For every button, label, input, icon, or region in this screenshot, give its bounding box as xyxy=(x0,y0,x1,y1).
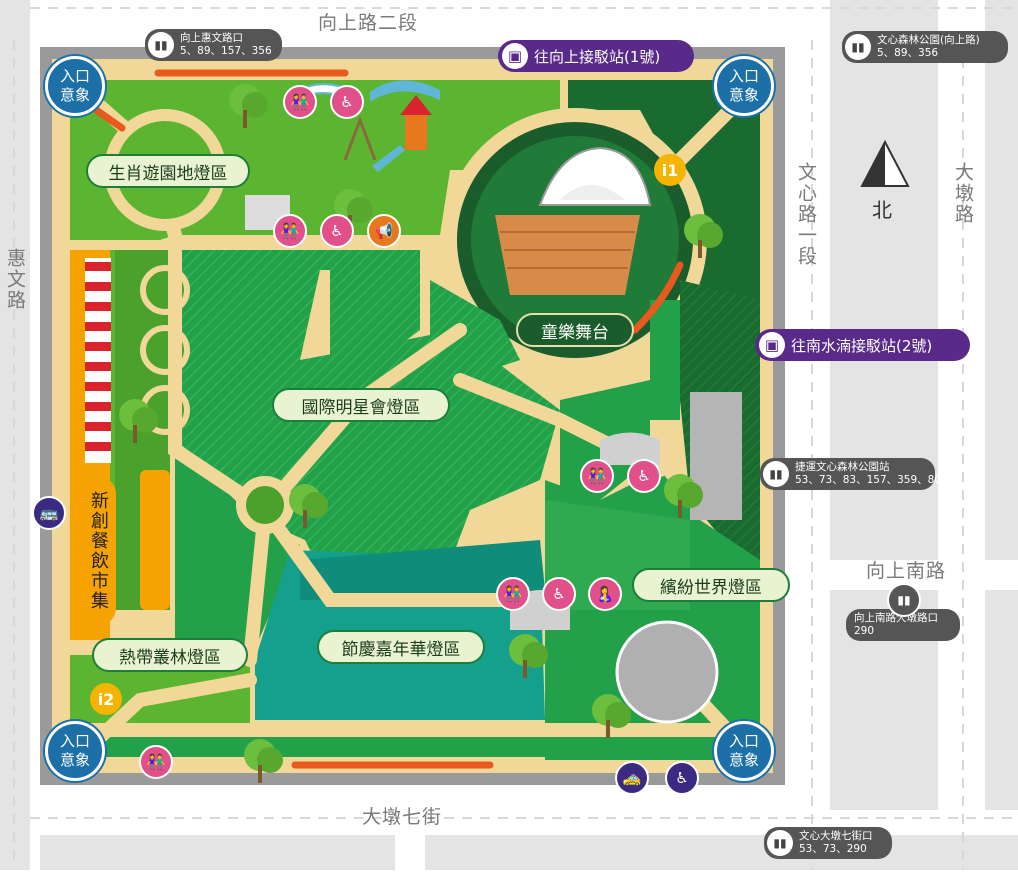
bus-icon: ▣ xyxy=(759,332,785,358)
zone-label-colorful[interactable]: 繽紛世界燈區 xyxy=(632,568,790,602)
lawn-piece-a xyxy=(330,260,420,360)
road-east: 文心路一段 xyxy=(795,162,817,267)
south-strip xyxy=(70,735,760,757)
bus-stop-name: 向上南路大墩路口 xyxy=(854,612,938,624)
compass-north-label: 北 xyxy=(872,198,892,222)
bus-stop-icon: ▮▮ xyxy=(887,583,921,617)
roundabout xyxy=(236,476,294,534)
entrance-label: 入口 xyxy=(59,732,90,750)
zone-label-stage[interactable]: 童樂舞台 xyxy=(516,313,634,347)
accessible-wc-icon[interactable]: ♿ xyxy=(627,459,661,493)
road-south: 大墩七街 xyxy=(362,806,443,828)
restroom-icon[interactable]: 👫 xyxy=(139,745,173,779)
zone-festival-dark xyxy=(300,540,545,600)
bus-stop-icon: ▮▮ xyxy=(763,461,789,487)
shuttle-2-label: 往南水湳接駁站(2號) xyxy=(791,336,933,355)
bus-stop-routes: 53、73、290 xyxy=(799,843,867,855)
zone-label-market[interactable]: 新創餐飲市集 xyxy=(80,476,116,626)
lawn-piece-b xyxy=(430,280,520,380)
restroom-icon[interactable]: 👫 xyxy=(273,214,307,248)
zone-label-international[interactable]: 國際明星會燈區 xyxy=(272,388,450,422)
bus-stop-name: 文心森林公園(向上路) xyxy=(877,34,980,46)
entrance-nw[interactable]: 入口意象 xyxy=(45,56,105,116)
entrance-se[interactable]: 入口意象 xyxy=(714,721,774,781)
bus-stop-forest-park-xiangshang[interactable]: ▮▮ 文心森林公園(向上路)5、89、356 xyxy=(842,31,1008,63)
entrance-sw[interactable]: 入口意象 xyxy=(45,721,105,781)
round-plaza xyxy=(615,620,719,724)
bus-stop-name: 向上惠文路口 xyxy=(180,32,243,44)
megaphone-icon[interactable]: 📢 xyxy=(367,214,401,248)
road-southeast: 向上南路 xyxy=(866,560,947,582)
trees xyxy=(119,84,723,783)
bus-stop-name: 文心大墩七街口 xyxy=(799,830,873,842)
shuttle-1-label: 往向上接駁站(1號) xyxy=(534,47,661,66)
shuttle-1-pill[interactable]: ▣ 往向上接駁站(1號) xyxy=(498,40,694,72)
orange-accents xyxy=(78,69,684,769)
restroom-icon[interactable]: 👫 xyxy=(496,577,530,611)
entrance-label: 入口 xyxy=(728,67,759,85)
bus-stop-routes: 5、89、157、356 xyxy=(180,45,272,57)
entrance-label: 意象 xyxy=(728,86,759,104)
accessible-wc-icon[interactable]: ♿ xyxy=(320,214,354,248)
accessible-wc-icon[interactable]: ♿ xyxy=(542,577,576,611)
compass-arrow xyxy=(860,139,910,187)
bus-icon[interactable]: 🚌 xyxy=(32,496,66,530)
building-pavilion xyxy=(600,432,660,465)
entrance-label: 意象 xyxy=(59,751,90,769)
lawn-piece-c xyxy=(650,300,680,420)
accessible-wc-icon[interactable]: ♿ xyxy=(330,85,364,119)
restroom-icon[interactable]: 👫 xyxy=(580,459,614,493)
road-lines xyxy=(13,7,1018,870)
entrance-label: 意象 xyxy=(728,751,759,769)
entrance-label: 入口 xyxy=(59,67,90,85)
info-point-2[interactable]: i2 xyxy=(90,683,122,715)
taxi-icon[interactable]: 🚕 xyxy=(615,761,649,795)
nursing-room-icon[interactable]: 🤱 xyxy=(588,577,622,611)
market-tent xyxy=(85,258,111,463)
bus-stop-icon: ▮▮ xyxy=(148,32,174,58)
bus-stop-icon: ▮▮ xyxy=(845,34,871,60)
road-north: 向上路二段 xyxy=(318,12,419,34)
bus-stop-icon: ▮▮ xyxy=(767,830,793,856)
zone-label-zodiac[interactable]: 生肖遊園地燈區 xyxy=(86,154,250,188)
bus-stop-routes: 5、89、356 xyxy=(877,47,939,59)
market-strip-2 xyxy=(140,470,170,610)
zone-tropical-lawn xyxy=(175,450,300,660)
road-west: 惠文路 xyxy=(4,248,26,311)
zone-label-tropical[interactable]: 熱帶叢林燈區 xyxy=(92,638,248,672)
entrance-ne[interactable]: 入口意象 xyxy=(714,56,774,116)
bus-icon: ▣ xyxy=(502,43,528,69)
zone-label-festival[interactable]: 節慶嘉年華燈區 xyxy=(317,630,485,664)
accessible-bus-icon[interactable]: ♿ xyxy=(665,761,699,795)
stage-illustration xyxy=(495,146,652,295)
entrance-label: 入口 xyxy=(728,732,759,750)
info-point-1[interactable]: i1 xyxy=(654,154,686,186)
road-east-outer: 大墩路 xyxy=(952,162,974,225)
shuttle-2-pill[interactable]: ▣ 往南水湳接駁站(2號) xyxy=(755,329,970,361)
restroom-icon[interactable]: 👫 xyxy=(283,85,317,119)
entrance-label: 意象 xyxy=(59,86,90,104)
bus-stop-routes: 290 xyxy=(854,625,875,637)
bus-stop-name: 捷運文心森林公園站 xyxy=(795,461,890,473)
bus-stop-routes: 53、73、83、157、359、800 xyxy=(795,474,948,486)
